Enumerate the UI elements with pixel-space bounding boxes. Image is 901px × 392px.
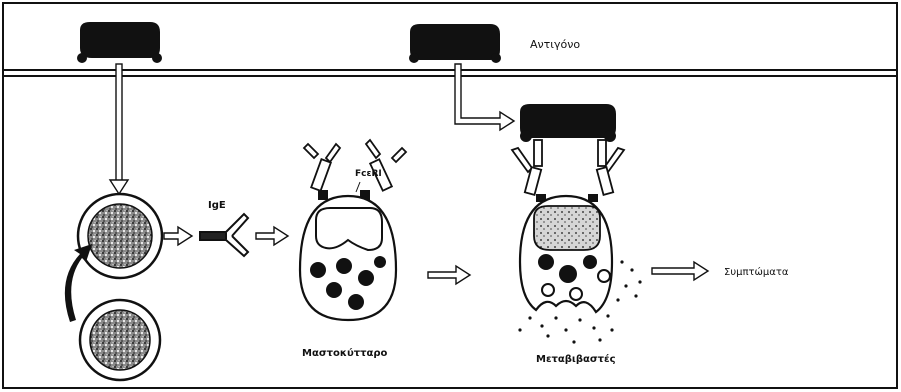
b-cell-bottom bbox=[80, 300, 160, 380]
antigen-shape-left bbox=[77, 22, 162, 63]
antigen-label: Αντιγόνο bbox=[530, 38, 580, 51]
plasma-cell-top bbox=[78, 194, 162, 278]
antigen-shape-right bbox=[409, 24, 501, 63]
antigen-shape-bound bbox=[520, 104, 616, 142]
ige-label: IgE bbox=[208, 200, 226, 211]
symptoms-label: Συμπτώματα bbox=[724, 266, 789, 278]
mast-cell-label: Μαστοκύτταρο bbox=[302, 347, 388, 359]
mediators-label: Μεταβιβαστές bbox=[536, 353, 616, 365]
fceri-label: FcεRI bbox=[355, 169, 382, 179]
